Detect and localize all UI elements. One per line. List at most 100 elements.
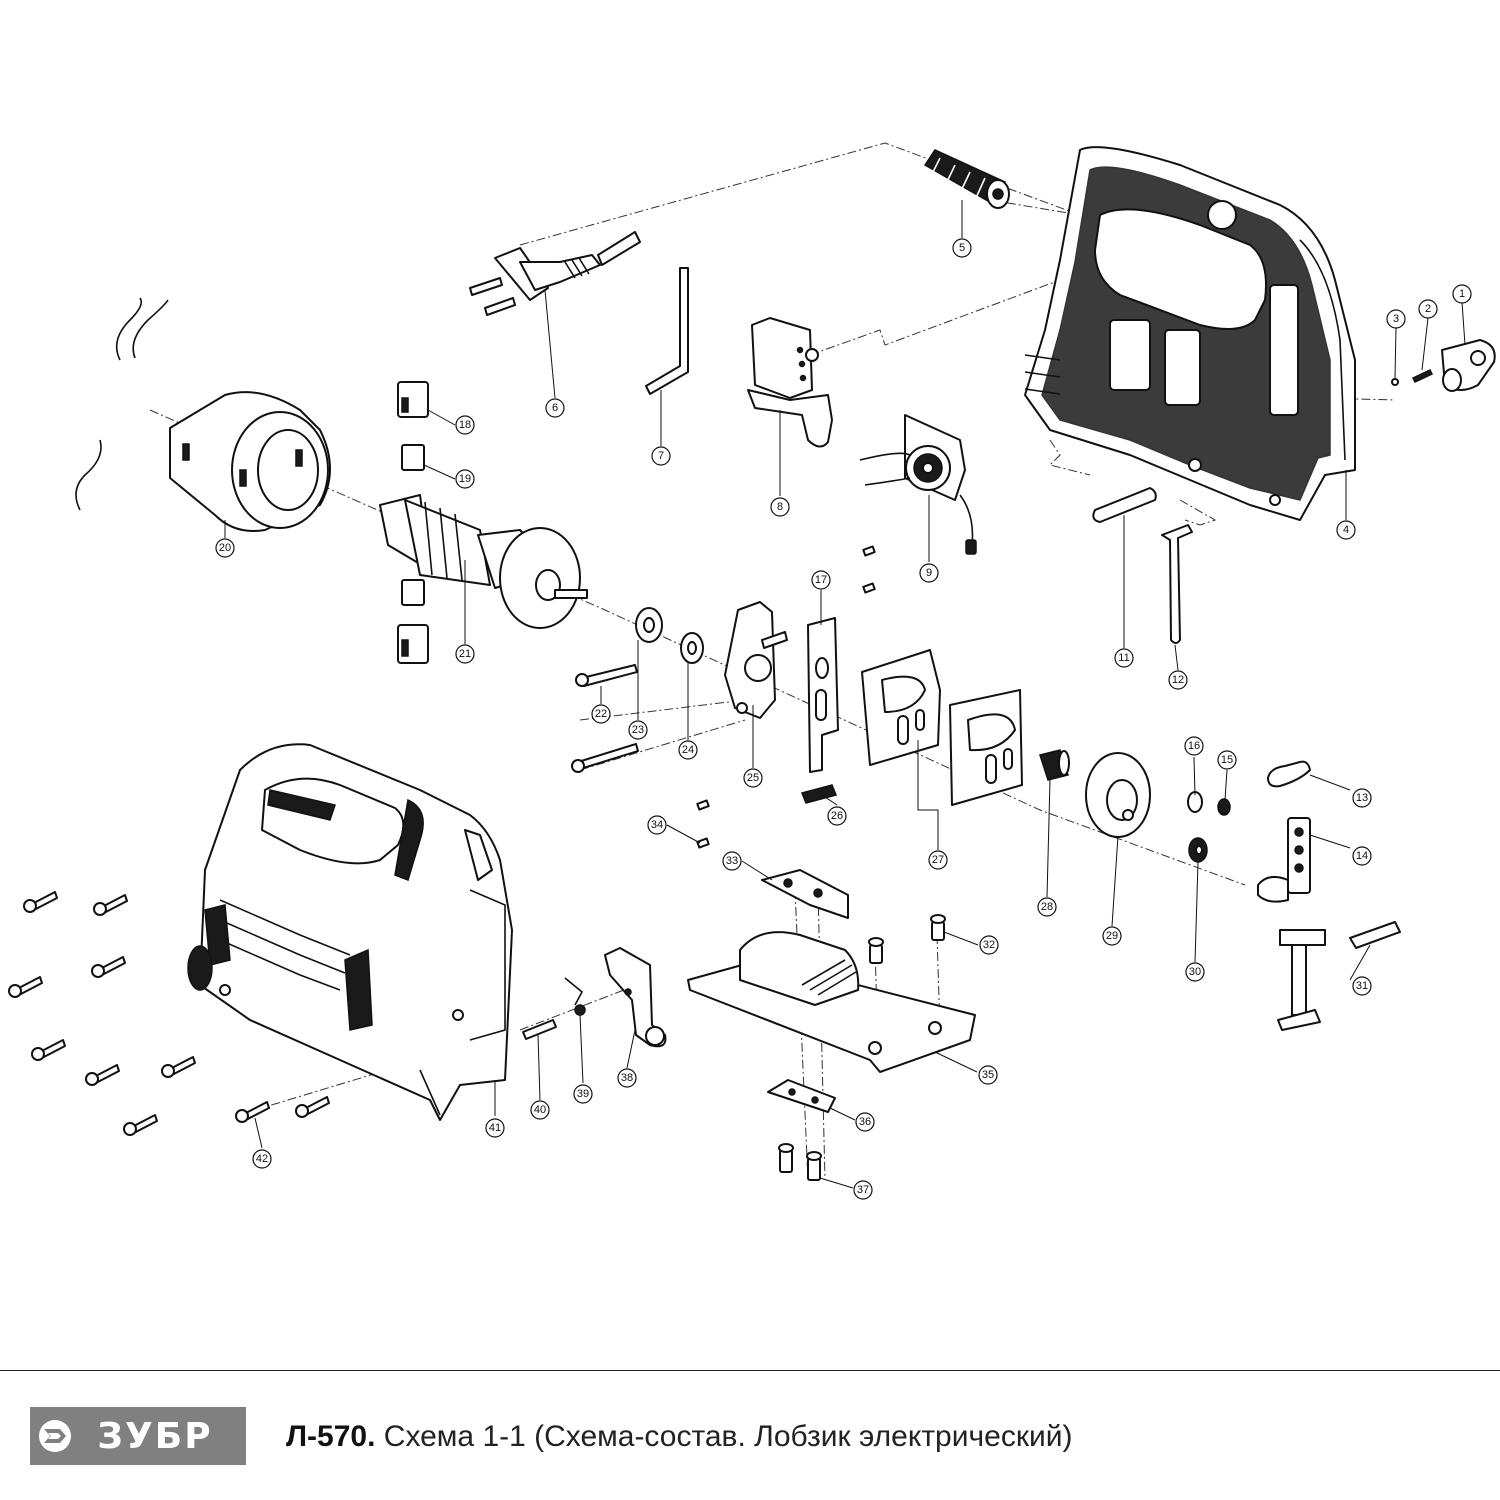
- callout: 5: [952, 238, 972, 258]
- speed-regulator: [859, 414, 977, 555]
- callout: 32: [979, 935, 999, 955]
- svg-text:27: 27: [932, 854, 944, 866]
- callout: 27: [928, 850, 948, 870]
- svg-text:20: 20: [219, 542, 231, 554]
- callout: 7: [651, 446, 671, 466]
- svg-text:4: 4: [1343, 524, 1349, 536]
- callout: 16: [1184, 736, 1204, 756]
- svg-text:17: 17: [815, 574, 827, 586]
- callout: 39: [573, 1084, 593, 1104]
- housing-left-half: [187, 743, 513, 1121]
- callout: 20: [215, 538, 235, 558]
- svg-text:38: 38: [621, 1072, 633, 1084]
- svg-text:21: 21: [459, 648, 471, 660]
- callout: 25: [743, 768, 763, 788]
- pin-11: [1092, 487, 1157, 523]
- callout: 38: [617, 1068, 637, 1088]
- callout: 42: [252, 1149, 272, 1169]
- arrow-logo-icon: [39, 1420, 71, 1452]
- roller-13: [1267, 760, 1311, 788]
- svg-text:25: 25: [747, 772, 759, 784]
- svg-text:5: 5: [959, 242, 965, 254]
- callout: 28: [1037, 897, 1057, 917]
- svg-text:15: 15: [1221, 754, 1233, 766]
- callout: 23: [628, 720, 648, 740]
- washer-24: [680, 632, 704, 664]
- svg-text:28: 28: [1041, 901, 1053, 913]
- screw-22: [575, 664, 638, 687]
- exploded-view-diagram: 1 2 3 4 5 6 7 8 9 11 12 13 14 15 16 17 1…: [8, 142, 1496, 1200]
- callout: 17: [811, 570, 831, 590]
- callout: 13: [1352, 788, 1372, 808]
- svg-text:9: 9: [926, 567, 932, 579]
- svg-text:13: 13: [1356, 792, 1368, 804]
- brand-logo: ЗУБР: [30, 1407, 246, 1465]
- hex-key-12: [1161, 524, 1193, 644]
- callout: 37: [853, 1180, 873, 1200]
- callout: 14: [1352, 846, 1372, 866]
- housing-right-half: [1024, 146, 1356, 521]
- callout: 2: [1418, 299, 1438, 319]
- svg-text:26: 26: [831, 810, 843, 822]
- brush-holders: [397, 381, 429, 664]
- callout: 21: [455, 644, 475, 664]
- callout: 33: [722, 851, 742, 871]
- guide-plates-27: [861, 649, 1023, 806]
- callout: 41: [485, 1118, 505, 1138]
- svg-text:40: 40: [534, 1104, 546, 1116]
- svg-text:12: 12: [1172, 674, 1184, 686]
- power-cord-plug: [469, 231, 641, 316]
- svg-text:11: 11: [1118, 652, 1129, 664]
- callout: 6: [545, 398, 565, 418]
- screw-lower: [571, 743, 639, 773]
- callout: 36: [855, 1112, 875, 1132]
- svg-text:19: 19: [459, 473, 471, 485]
- callout: 4: [1336, 520, 1356, 540]
- callout: 26: [827, 806, 847, 826]
- callout: 1: [1452, 284, 1472, 304]
- svg-text:35: 35: [982, 1069, 994, 1081]
- callout: 35: [978, 1065, 998, 1085]
- svg-text:34: 34: [651, 819, 663, 831]
- callout: 30: [1185, 962, 1205, 982]
- callout: 19: [455, 469, 475, 489]
- svg-text:29: 29: [1106, 930, 1118, 942]
- callout: 11: [1114, 648, 1134, 668]
- svg-text:8: 8: [777, 501, 783, 513]
- gear-29: [1085, 752, 1151, 838]
- needle-bearing-28: [1039, 749, 1070, 781]
- screws-32: [868, 914, 946, 964]
- base-plate-35: [687, 931, 976, 1073]
- svg-text:3: 3: [1393, 313, 1399, 325]
- callout: 31: [1352, 976, 1372, 996]
- callout: 8: [770, 497, 790, 517]
- spring-39: [564, 977, 586, 1016]
- pin-40: [522, 1019, 557, 1040]
- bracket-33: [761, 869, 849, 919]
- bearing-holder-25: [724, 601, 788, 719]
- hex-key-7: [645, 267, 689, 395]
- model-code: Л-570.: [286, 1420, 376, 1453]
- pendulum-lever-38: [604, 947, 667, 1048]
- blade-clamp-31: [1349, 921, 1401, 949]
- callout: 40: [530, 1100, 550, 1120]
- screws-37: [778, 1143, 822, 1181]
- svg-text:16: 16: [1188, 740, 1200, 752]
- small-pins: [696, 545, 876, 849]
- svg-text:39: 39: [577, 1088, 589, 1100]
- svg-text:23: 23: [632, 724, 644, 736]
- callout: 24: [678, 740, 698, 760]
- svg-text:41: 41: [489, 1122, 501, 1134]
- svg-text:22: 22: [595, 708, 607, 720]
- plate-26: [800, 784, 838, 804]
- svg-text:24: 24: [682, 744, 694, 756]
- callout: 3: [1386, 309, 1406, 329]
- bracket-36: [767, 1079, 836, 1113]
- bearing-30: [1188, 837, 1208, 863]
- lever-assembly: [1391, 339, 1496, 392]
- svg-text:6: 6: [552, 402, 558, 414]
- caption-text: Схема 1-1 (Схема-состав. Лобзик электрич…: [383, 1420, 1073, 1453]
- callout: 15: [1217, 750, 1237, 770]
- svg-text:7: 7: [658, 450, 664, 462]
- svg-text:31: 31: [1356, 980, 1368, 992]
